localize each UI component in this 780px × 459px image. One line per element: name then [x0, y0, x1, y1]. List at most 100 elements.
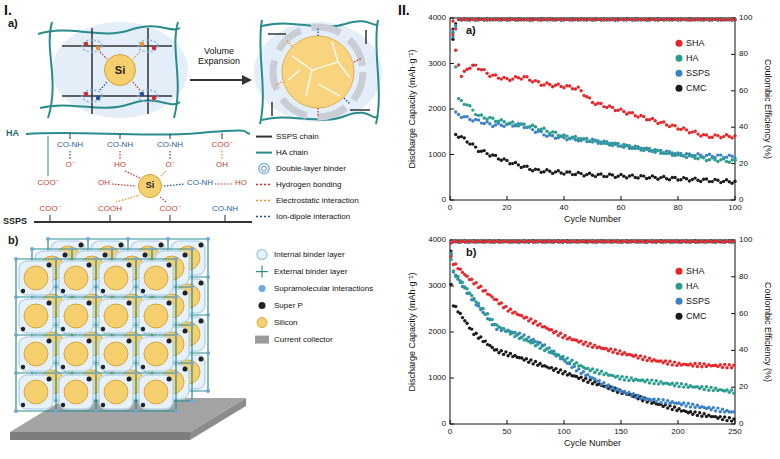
data-point — [537, 168, 540, 171]
data-point — [728, 416, 731, 419]
group-dot — [152, 96, 156, 100]
current-collector — [10, 432, 190, 440]
data-point — [700, 365, 703, 368]
data-point — [542, 133, 545, 136]
data-point — [470, 294, 473, 297]
efficiency-point — [574, 18, 577, 21]
efficiency-point — [483, 18, 486, 21]
efficiency-point — [728, 18, 731, 21]
efficiency-point — [631, 18, 634, 21]
ha-chain — [26, 131, 250, 135]
data-point — [693, 362, 696, 365]
efficiency-point — [691, 18, 694, 21]
data-point — [707, 389, 710, 392]
data-point — [480, 113, 483, 116]
super-p — [127, 263, 132, 268]
efficiency-point — [548, 19, 551, 22]
data-point — [571, 136, 574, 139]
data-point — [628, 111, 631, 114]
binder-glow — [254, 22, 382, 122]
data-point — [680, 382, 683, 385]
supramolecular-node — [134, 333, 138, 337]
data-point — [684, 404, 687, 407]
data-point — [693, 130, 696, 133]
bond-line — [317, 28, 318, 36]
data-point — [506, 329, 509, 332]
efficiency-point — [662, 18, 665, 21]
efficiency-point — [554, 19, 557, 22]
efficiency-point — [682, 17, 685, 20]
data-point — [538, 362, 541, 365]
silicon-particle — [104, 380, 128, 404]
data-point — [577, 137, 580, 140]
efficiency-point — [659, 18, 662, 21]
efficiency-point — [560, 17, 563, 20]
efficiency-point — [625, 19, 628, 22]
efficiency-point — [699, 18, 702, 21]
data-point — [471, 142, 474, 145]
efficiency-point — [503, 18, 506, 21]
efficiency-point — [508, 19, 511, 22]
efficiency-point — [497, 17, 500, 20]
efficiency-point — [691, 18, 694, 21]
data-point — [679, 178, 682, 181]
supramolecular-node — [126, 237, 130, 241]
efficiency-point — [628, 18, 631, 21]
efficiency-point — [548, 18, 551, 21]
efficiency-point — [585, 19, 588, 22]
internal-binder — [99, 299, 133, 333]
efficiency-point — [594, 19, 597, 22]
efficiency-point — [585, 18, 588, 21]
efficiency-point — [563, 19, 566, 22]
supramolecular-node — [14, 409, 18, 413]
data-point — [654, 119, 657, 122]
data-point — [705, 177, 708, 180]
efficiency-point — [488, 18, 491, 21]
efficiency-point — [645, 17, 648, 20]
efficiency-point — [640, 19, 643, 22]
data-point — [616, 374, 619, 377]
data-point — [696, 365, 699, 368]
efficiency-point — [497, 18, 500, 21]
efficiency-point — [554, 18, 557, 21]
efficiency-point — [463, 18, 466, 21]
internal-binder — [139, 375, 173, 409]
data-point — [648, 357, 651, 360]
data-point — [525, 75, 528, 78]
data-point — [534, 360, 537, 363]
data-point — [625, 375, 628, 378]
tick-mark — [621, 196, 622, 200]
tick-mark — [507, 196, 508, 200]
data-point — [505, 77, 508, 80]
data-point — [522, 165, 525, 168]
data-point — [520, 335, 523, 338]
data-point — [607, 383, 610, 386]
data-point — [557, 82, 560, 85]
efficiency-point — [728, 19, 731, 22]
silicon-particle — [24, 266, 48, 290]
efficiency-point — [520, 17, 523, 20]
efficiency-point — [551, 17, 554, 20]
efficiency-point — [508, 19, 511, 22]
silicon-particle — [24, 380, 48, 404]
efficiency-point — [705, 17, 708, 20]
binder-ring — [82, 90, 102, 102]
data-point — [594, 175, 597, 178]
data-point — [600, 370, 603, 373]
efficiency-point — [685, 18, 688, 21]
efficiency-point — [714, 17, 717, 20]
data-point — [614, 348, 617, 351]
data-point — [652, 382, 655, 385]
data-point — [636, 176, 639, 179]
group-dot — [140, 42, 144, 46]
efficiency-point — [671, 18, 674, 21]
efficiency-point — [534, 18, 537, 21]
data-point — [702, 133, 705, 136]
efficiency-point — [520, 17, 523, 20]
supramolecular-node — [206, 313, 210, 317]
data-point — [648, 147, 651, 150]
data-point — [542, 170, 545, 173]
efficiency-point — [577, 19, 580, 22]
bond-line — [100, 52, 107, 59]
efficiency-point — [477, 19, 480, 22]
